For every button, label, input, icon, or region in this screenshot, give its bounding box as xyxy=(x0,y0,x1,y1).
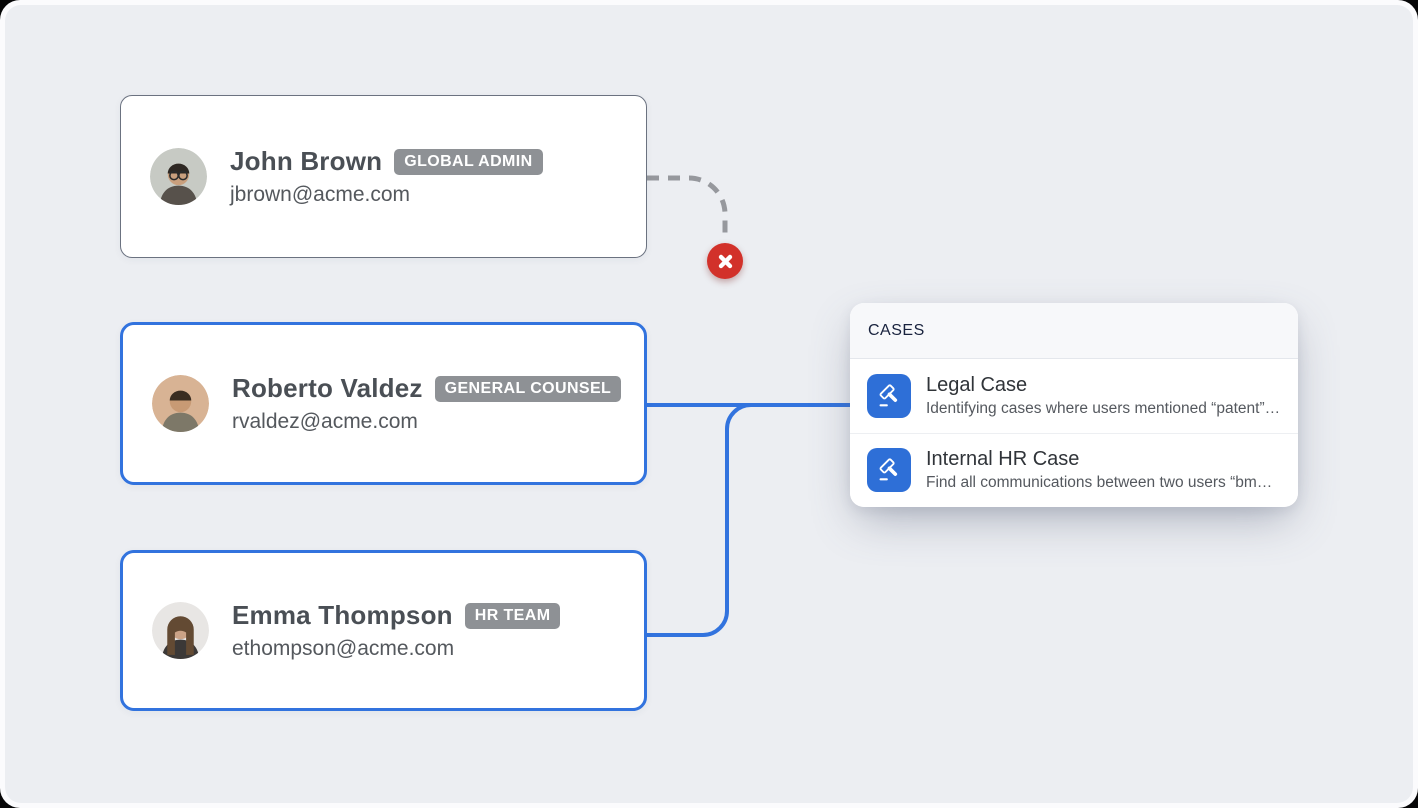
user-email: rvaldez@acme.com xyxy=(232,410,418,433)
user-info: John Brown GLOBAL ADMIN jbrown@acme.com xyxy=(230,146,543,207)
x-mark-icon xyxy=(718,254,732,268)
avatar-john-illustration xyxy=(150,148,207,205)
name-row: Emma Thompson HR TEAM xyxy=(232,600,561,631)
case-text: Internal HR Case Find all communications… xyxy=(926,447,1272,493)
user-card-roberto-valdez[interactable]: Roberto Valdez GENERAL COUNSEL rvaldez@a… xyxy=(120,322,647,485)
avatar xyxy=(152,602,209,659)
user-info: Emma Thompson HR TEAM ethompson@acme.com xyxy=(232,600,561,661)
gavel-icon xyxy=(867,448,911,493)
case-item-legal-case[interactable]: Legal Case Identifying cases where users… xyxy=(850,359,1298,433)
avatar xyxy=(152,375,209,432)
exclude-connection-button[interactable] xyxy=(707,243,743,279)
name-row: Roberto Valdez GENERAL COUNSEL xyxy=(232,373,622,404)
canvas-surface: John Brown GLOBAL ADMIN jbrown@acme.com xyxy=(5,5,1413,803)
case-description: Find all communications between two user… xyxy=(926,474,1273,492)
connector-emma-cases xyxy=(647,403,850,637)
case-title: Legal Case xyxy=(926,373,1028,396)
case-item-internal-hr-case[interactable]: Internal HR Case Find all communications… xyxy=(850,433,1298,507)
avatar xyxy=(150,148,207,205)
user-name: Roberto Valdez xyxy=(232,373,423,403)
user-email: jbrown@acme.com xyxy=(230,183,411,206)
role-badge: GLOBAL ADMIN xyxy=(394,148,543,175)
avatar-roberto-illustration xyxy=(152,375,209,432)
user-email: ethompson@acme.com xyxy=(232,637,455,660)
user-name: John Brown xyxy=(230,146,383,176)
user-info: Roberto Valdez GENERAL COUNSEL rvaldez@a… xyxy=(232,373,622,434)
case-title: Internal HR Case xyxy=(926,448,1080,471)
user-name: Emma Thompson xyxy=(232,600,453,630)
role-badge: HR TEAM xyxy=(464,602,561,629)
diagram-canvas: John Brown GLOBAL ADMIN jbrown@acme.com xyxy=(5,5,1413,803)
role-badge: GENERAL COUNSEL xyxy=(434,375,622,402)
connector-john-dashed xyxy=(647,175,728,241)
cases-panel: CASES Legal Case Id xyxy=(850,303,1298,507)
cases-panel-header: CASES xyxy=(850,303,1298,359)
row-divider xyxy=(850,432,1298,434)
avatar-emma-illustration xyxy=(152,602,209,659)
name-row: John Brown GLOBAL ADMIN xyxy=(230,146,543,177)
user-card-emma-thompson[interactable]: Emma Thompson HR TEAM ethompson@acme.com xyxy=(120,550,647,711)
user-card-john-brown[interactable]: John Brown GLOBAL ADMIN jbrown@acme.com xyxy=(120,95,647,258)
gavel-icon xyxy=(867,373,911,418)
case-description: Identifying cases where users mentioned … xyxy=(926,399,1281,417)
cases-panel-title: CASES xyxy=(868,321,925,339)
case-text: Legal Case Identifying cases where users… xyxy=(926,373,1280,419)
